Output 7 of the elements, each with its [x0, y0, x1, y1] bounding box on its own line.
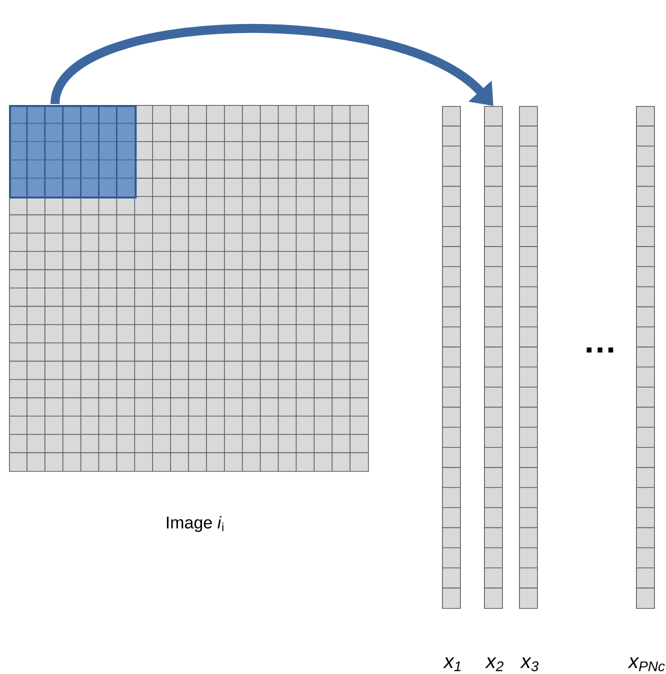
vector-label: x$_{2}$: [485, 657, 504, 672]
vector-label: x$_{3}$: [520, 657, 539, 672]
image-caption: Image i$_{i}$: [166, 516, 224, 532]
vector-label: x$_{PNc}$: [628, 657, 665, 672]
highlighted-patch: [8, 105, 137, 198]
ellipsis: …: [586, 347, 614, 353]
vector-label: x$_{1}$: [443, 657, 460, 672]
